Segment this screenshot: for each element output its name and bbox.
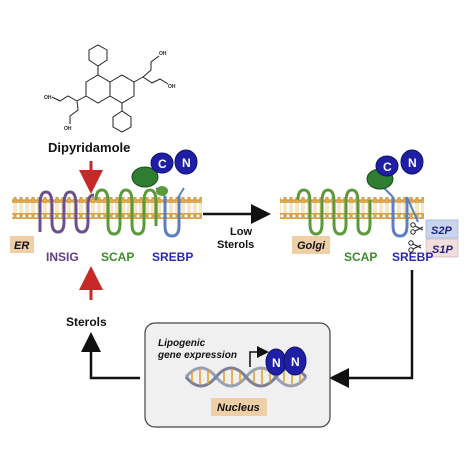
low-label: Low [230, 226, 252, 238]
scap-c-domain [131, 166, 159, 188]
srebp-protein [163, 196, 181, 238]
scap-label-right: SCAP [344, 250, 377, 264]
n-label-right: N [408, 156, 417, 170]
oh-label-1: OH [159, 51, 167, 57]
srebp-label-right: SREBP [392, 250, 433, 264]
srebp-n-dimer-2 [283, 346, 307, 376]
srebp-c-domain [150, 152, 174, 174]
sterols-label-mid: Sterols [217, 239, 254, 251]
nucleus-box [144, 322, 331, 428]
dipyridamole-structure [51, 44, 169, 133]
srebp-n-domain [174, 149, 198, 175]
dipyridamole-label: Dipyridamole [48, 140, 130, 155]
oh-label-3: OH [44, 95, 52, 101]
n-label-nucleus-2: N [291, 355, 300, 369]
scap-label-left: SCAP [101, 250, 134, 264]
sterols-label: Sterols [66, 315, 107, 329]
oh-label-2: OH [168, 84, 176, 90]
n-label-left: N [182, 156, 191, 170]
srebp-c-domain-golgi [375, 155, 399, 177]
n-label-nucleus-1: N [272, 356, 281, 370]
srebp-label-left: SREBP [152, 250, 193, 264]
s1p-box [425, 238, 459, 258]
er-box [10, 236, 34, 253]
s1p-label: S1P [432, 244, 453, 256]
srebp-n-domain-golgi [400, 149, 424, 175]
scap-protein-golgi [296, 188, 372, 236]
golgi-membrane [280, 197, 424, 219]
scap-cytosolic-bulge [156, 186, 168, 196]
lipogenic-caption-2: gene expression [157, 350, 237, 361]
golgi-box [292, 236, 330, 254]
scap-protein [94, 188, 158, 236]
nucleus-label-box [211, 398, 267, 416]
insig-label: INSIG [46, 250, 79, 264]
golgi-label: Golgi [297, 240, 326, 252]
er-label: ER [14, 240, 29, 252]
c-label-left: C [158, 157, 167, 171]
transcription-arrow [249, 346, 269, 367]
scissors-icon [408, 222, 424, 253]
srebp-protein-golgi [391, 197, 409, 238]
to-nucleus-arrow [329, 270, 414, 388]
insig-protein [38, 190, 95, 234]
nucleus-label: Nucleus [217, 402, 260, 414]
from-nucleus-arrow [81, 332, 140, 380]
lipogenic-caption-1: Lipogenic [158, 338, 206, 349]
s2p-box [425, 219, 459, 239]
oh-label-4: OH [64, 126, 72, 132]
s2p-label: S2P [431, 225, 452, 237]
c-label-right: C [383, 160, 392, 174]
